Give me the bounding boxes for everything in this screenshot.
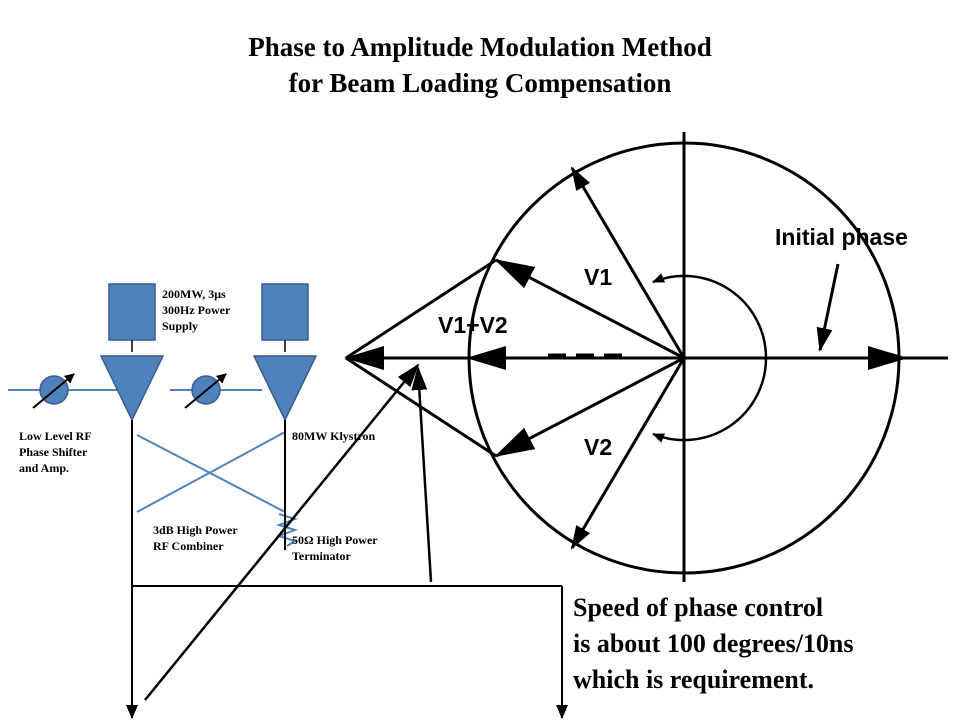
speed-note-line-2: is about 100 degrees/10ns <box>573 629 854 658</box>
phase-shifter-2-arrow <box>184 373 227 409</box>
low-level-rf-label-line-1: Low Level RF <box>19 429 92 443</box>
pointer-arrow-vertical <box>411 366 433 583</box>
rotation-arc-lower <box>652 357 768 443</box>
triangle-lower-side <box>345 356 497 458</box>
low-level-rf-label-line-3: and Amp. <box>19 461 70 476</box>
v1-vector <box>570 166 686 359</box>
low-level-rf-label-line-2: Phase Shifter <box>19 445 88 460</box>
lower-chord-vector <box>494 356 685 458</box>
initial-phase-label: Initial phase <box>775 224 908 250</box>
terminator-label-line-1: 50Ω High Power <box>292 533 378 547</box>
power-supply-label-line-3: Supply <box>162 319 199 334</box>
speed-note-line-1: Speed of phase control <box>573 593 824 622</box>
v2-label: V2 <box>584 434 613 460</box>
speed-note-line-3: which is requirement. <box>573 665 814 694</box>
v2-vector <box>570 357 686 550</box>
phase-shifter-1-arrow <box>32 373 75 409</box>
v1-label: V1 <box>584 264 613 290</box>
initial-phase-pointer <box>816 263 840 352</box>
terminator-label-line-2: Terminator <box>292 549 351 564</box>
combiner-wire-1 <box>136 434 286 513</box>
rf-circuit <box>8 283 568 719</box>
power-supply-2 <box>261 283 309 341</box>
klystron-label: 80MW Klystron <box>292 429 376 443</box>
speed-note: Speed of phase control is about 100 degr… <box>573 590 854 698</box>
page-title: Phase to Amplitude Modulation Method <box>248 32 712 62</box>
terminator-coil <box>275 513 299 547</box>
page-subtitle: for Beam Loading Compensation <box>288 68 672 98</box>
triangle-upper-side <box>345 258 497 360</box>
power-supply-label-line-2: 300Hz Power <box>162 303 231 318</box>
combiner-wire-2 <box>136 431 286 513</box>
low-level-rf-label: Low Level RF Phase Shifter and Amp. <box>19 428 92 477</box>
rotation-arc-upper <box>652 273 768 359</box>
sum-label: V1+V2 <box>438 312 508 338</box>
pointer-arrow-diagonal <box>144 363 420 701</box>
phasor-diagram <box>344 132 948 582</box>
combiner-label-line-2: RF Combiner <box>153 539 224 554</box>
power-supply-1 <box>108 283 156 341</box>
power-supply-label-line-1: 200MW, 3μs <box>162 287 226 301</box>
combiner-label: 3dB High Power RF Combiner <box>153 522 238 554</box>
combiner-label-line-1: 3dB High Power <box>153 523 238 537</box>
power-supply-label: 200MW, 3μs 300Hz Power Supply <box>162 286 230 335</box>
klystron-1 <box>99 355 165 422</box>
upper-chord-vector <box>494 258 685 360</box>
klystron-2 <box>252 355 318 422</box>
terminator-label: 50Ω High Power Terminator <box>292 532 378 564</box>
